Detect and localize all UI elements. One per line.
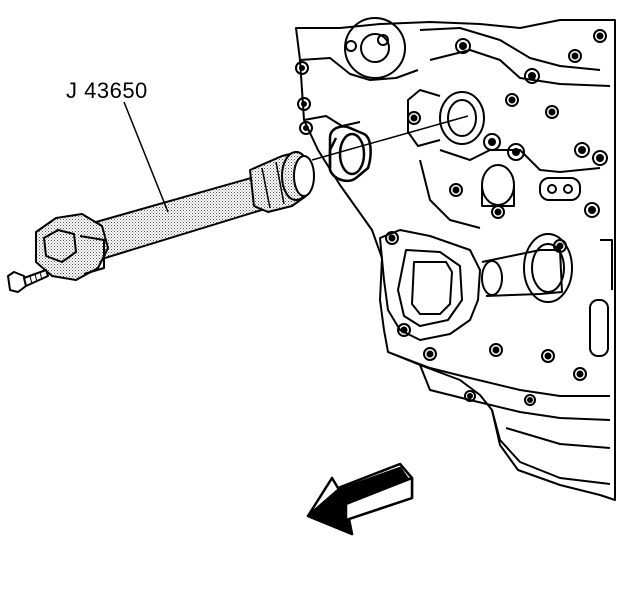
crankshaft-front-seal — [328, 125, 372, 182]
callout-leader — [123, 101, 169, 213]
engine-block — [295, 17, 616, 501]
arrow-left-down-icon — [306, 462, 414, 536]
seal-installer-tool — [7, 151, 315, 293]
alignment-line — [311, 115, 469, 161]
tool-callout-label: J 43650 — [66, 78, 148, 103]
